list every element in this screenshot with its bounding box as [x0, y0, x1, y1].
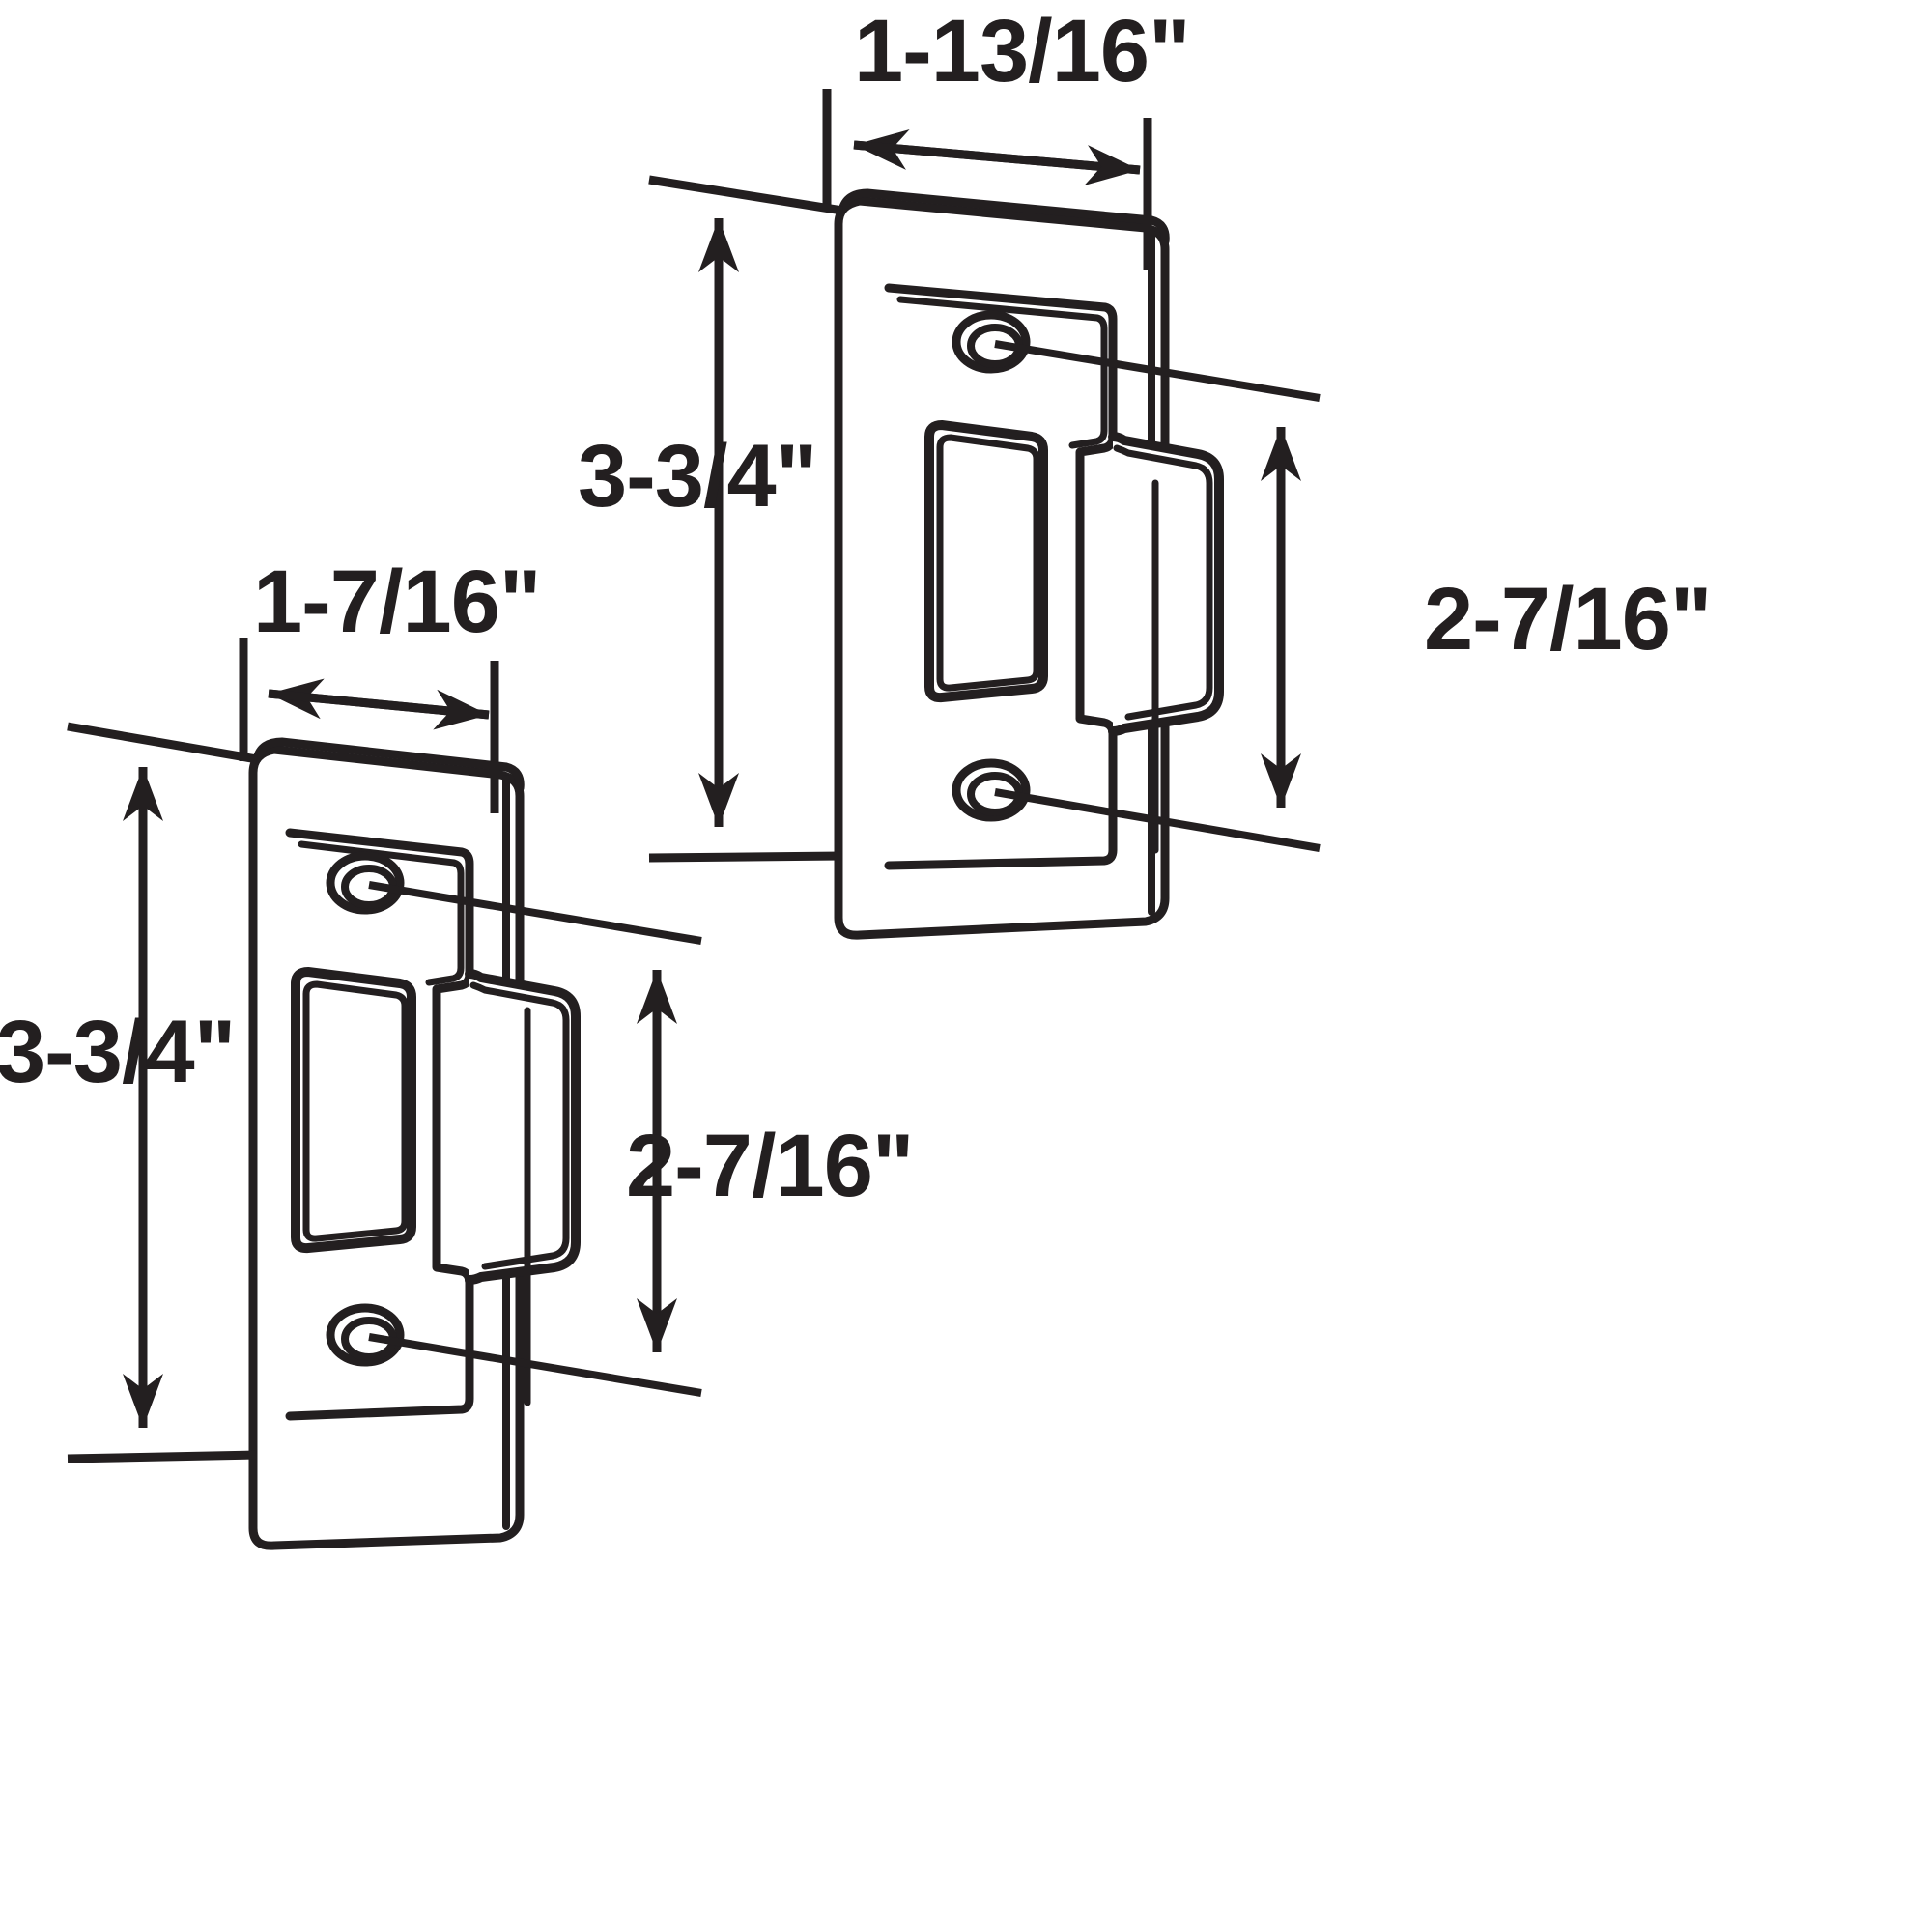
- lower-height-ext-bottom: [67, 1450, 258, 1463]
- upper-plate-top-bevel: [838, 188, 1170, 246]
- lower-plate-latch-cutout: [291, 967, 416, 1254]
- upper-height-dimension: 3-3/4": [578, 175, 843, 863]
- upper-lip-label: 2-7/16": [1424, 570, 1711, 668]
- upper-height-label: 3-3/4": [578, 427, 816, 526]
- lower-plate-latch-cutout-depth: [302, 980, 409, 1242]
- lower-plate-recess-inner-highlight: [298, 840, 465, 986]
- upper-plate-screw-hole-bottom: [952, 758, 1031, 822]
- lower-lip-dimension: 2-7/16": [368, 881, 914, 1397]
- upper-height-ext-top: [648, 175, 843, 215]
- upper-width-label: 1-13/16": [854, 2, 1190, 100]
- upper-plate-latch-cutout: [924, 420, 1048, 703]
- upper-lip-dimension: 2-7/16": [994, 340, 1712, 852]
- upper-lip-ext-bottom: [994, 788, 1321, 852]
- lower-plate-top-bevel: [252, 737, 525, 793]
- upper-width-dimension: 1-13/16": [822, 2, 1191, 270]
- upper-plate-strike-lip-inner: [1113, 444, 1213, 721]
- upper-plate-recess-outline: [884, 283, 1118, 870]
- lower-height-dimension: 3-3/4": [0, 722, 258, 1463]
- lower-lip-ext-top: [368, 881, 702, 945]
- upper-plate-recess-inner-highlight: [896, 296, 1108, 449]
- lower-height-ext-top: [67, 722, 258, 764]
- lower-plate-screw-hole-bottom: [326, 1303, 405, 1367]
- upper-width-arrow-right: [853, 140, 1141, 186]
- lower-plate-recess-outline: [285, 828, 474, 1421]
- lower-plate-strike-lip-inner: [469, 981, 570, 1270]
- upper-lip-ext-top: [994, 340, 1321, 402]
- upper-plate-screw-hole-top: [952, 310, 1031, 374]
- lower-left-plate: [248, 737, 581, 1550]
- upper-right-plate: [834, 188, 1224, 940]
- lower-lip-ext-bottom: [368, 1333, 702, 1397]
- upper-height-ext-bottom: [648, 851, 843, 863]
- lower-width-label: 1-7/16": [253, 553, 540, 651]
- lower-lip-label: 2-7/16": [626, 1117, 913, 1215]
- upper-plate-strike-lip: [1108, 432, 1224, 736]
- lower-height-label: 3-3/4": [0, 1003, 235, 1101]
- lower-plate-screw-hole-top: [326, 851, 405, 915]
- lower-plate-strike-lip: [465, 969, 581, 1285]
- lower-width-dimension: 1-7/16": [239, 553, 541, 813]
- upper-plate-latch-cutout-depth: [936, 434, 1040, 692]
- lower-width-arrow-right: [268, 689, 490, 730]
